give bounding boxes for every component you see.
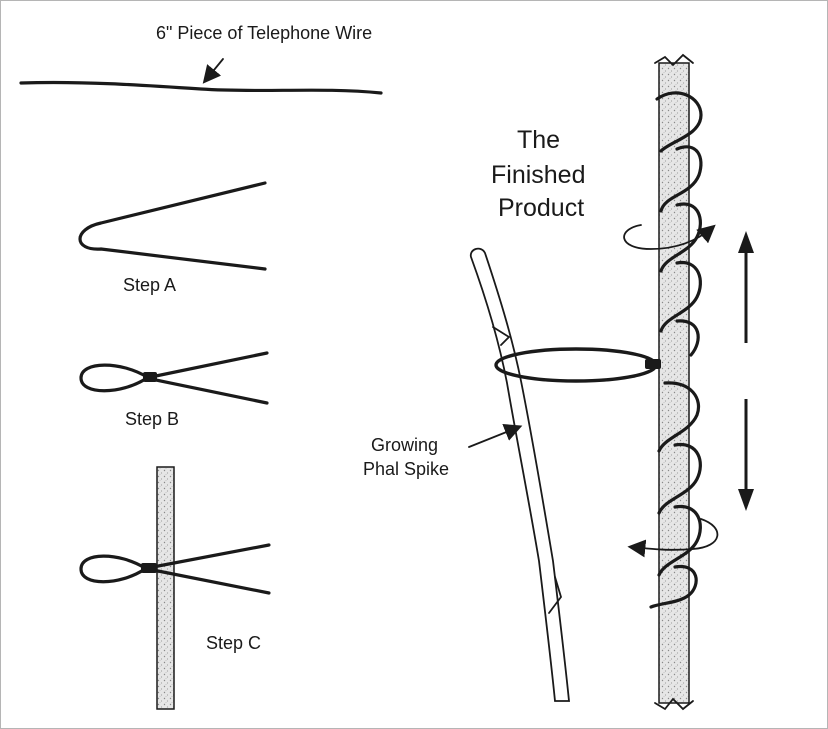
step-b-group: Step B bbox=[79, 351, 269, 429]
telephone-wire-group: 6" Piece of Telephone Wire bbox=[19, 23, 383, 95]
support-loop bbox=[494, 347, 658, 383]
spiral-turn-8 bbox=[657, 504, 702, 577]
finished-stake-group bbox=[494, 53, 754, 711]
spiral-turn-7 bbox=[657, 442, 702, 515]
rotation-arrow-upper bbox=[623, 224, 716, 250]
step-b-lower-end bbox=[149, 377, 269, 405]
straight-wire bbox=[19, 80, 383, 95]
loop-twist bbox=[645, 359, 661, 369]
step-c-stake bbox=[156, 466, 175, 710]
spiral-turn-1 bbox=[655, 91, 703, 153]
step-c-group: Step C bbox=[79, 466, 271, 710]
spike-pointer-arrow bbox=[468, 423, 523, 448]
spike-label-line-2: Phal Spike bbox=[363, 459, 449, 479]
stake-bottom-break bbox=[654, 697, 694, 711]
spiral-turn-4 bbox=[659, 261, 702, 333]
spiral-turn-2 bbox=[659, 145, 703, 213]
spiral-turn-5 bbox=[675, 319, 700, 357]
finished-line-3: Product bbox=[498, 194, 584, 222]
spike-label-line-1: Growing bbox=[371, 435, 438, 455]
rotation-arrow-lower bbox=[627, 518, 719, 558]
step-b-twist bbox=[143, 372, 157, 382]
step-b-loop bbox=[79, 363, 149, 393]
spiral-turn-6 bbox=[657, 381, 700, 453]
spike-node-lower bbox=[548, 576, 562, 614]
spiral-turn-9 bbox=[649, 565, 698, 609]
step-a-bent-wire bbox=[78, 181, 267, 271]
step-c-upper-end bbox=[151, 543, 271, 569]
phal-spike-stem bbox=[469, 247, 570, 702]
finished-product-heading: The Finished Product bbox=[491, 126, 586, 222]
step-c-twist bbox=[141, 563, 157, 573]
step-b-label: Step B bbox=[125, 409, 179, 429]
step-c-loop bbox=[79, 554, 147, 584]
finished-line-1: The bbox=[517, 126, 560, 154]
stake-top-break bbox=[654, 53, 694, 67]
step-a-label: Step A bbox=[123, 275, 176, 295]
up-arrow-head bbox=[738, 231, 754, 253]
finished-line-2: Finished bbox=[491, 161, 586, 189]
spike-node-upper bbox=[492, 326, 511, 346]
step-c-label: Step C bbox=[206, 633, 261, 653]
down-arrow-head bbox=[738, 489, 754, 511]
step-b-upper-end bbox=[149, 351, 269, 379]
step-a-group: Step A bbox=[78, 181, 267, 295]
phal-spike-group: Growing Phal Spike bbox=[363, 247, 570, 702]
wire-title-label: 6" Piece of Telephone Wire bbox=[156, 23, 372, 43]
wire-pointer-arrow bbox=[202, 58, 224, 84]
step-c-lower-end bbox=[151, 568, 271, 595]
